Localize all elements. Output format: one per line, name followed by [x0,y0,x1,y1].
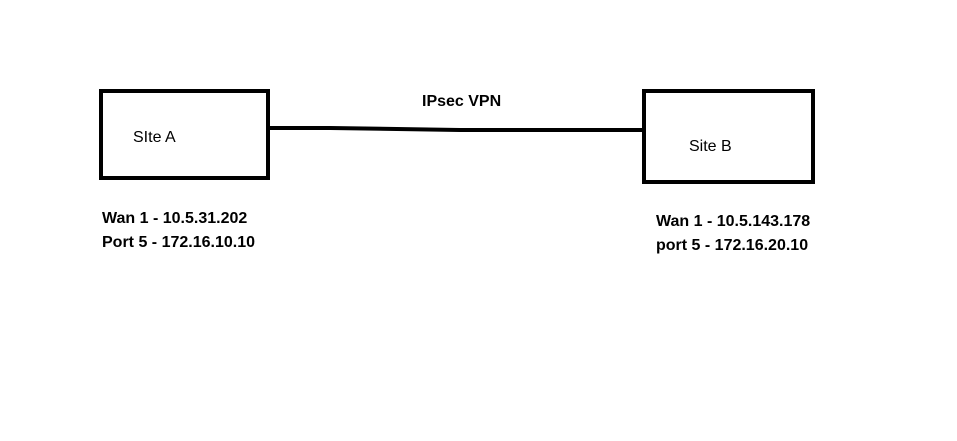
site-a-addresses: Wan 1 - 10.5.31.202 Port 5 - 172.16.10.1… [102,207,255,255]
site-a-label: SIte A [133,129,176,146]
site-b-box: Site B [642,89,815,184]
site-a-port: Port 5 - 172.16.10.10 [102,234,255,251]
vpn-link-title: IPsec VPN [422,93,502,110]
site-b-port: port 5 - 172.16.20.10 [656,237,809,254]
vpn-link-line [270,126,642,132]
site-b-wan: Wan 1 - 10.5.143.178 [656,213,811,230]
site-b-label: Site B [689,138,732,155]
site-a-wan: Wan 1 - 10.5.31.202 [102,210,248,227]
site-b-addresses: Wan 1 - 10.5.143.178 port 5 - 172.16.20.… [656,210,810,258]
site-a-box: SIte A [99,89,270,180]
